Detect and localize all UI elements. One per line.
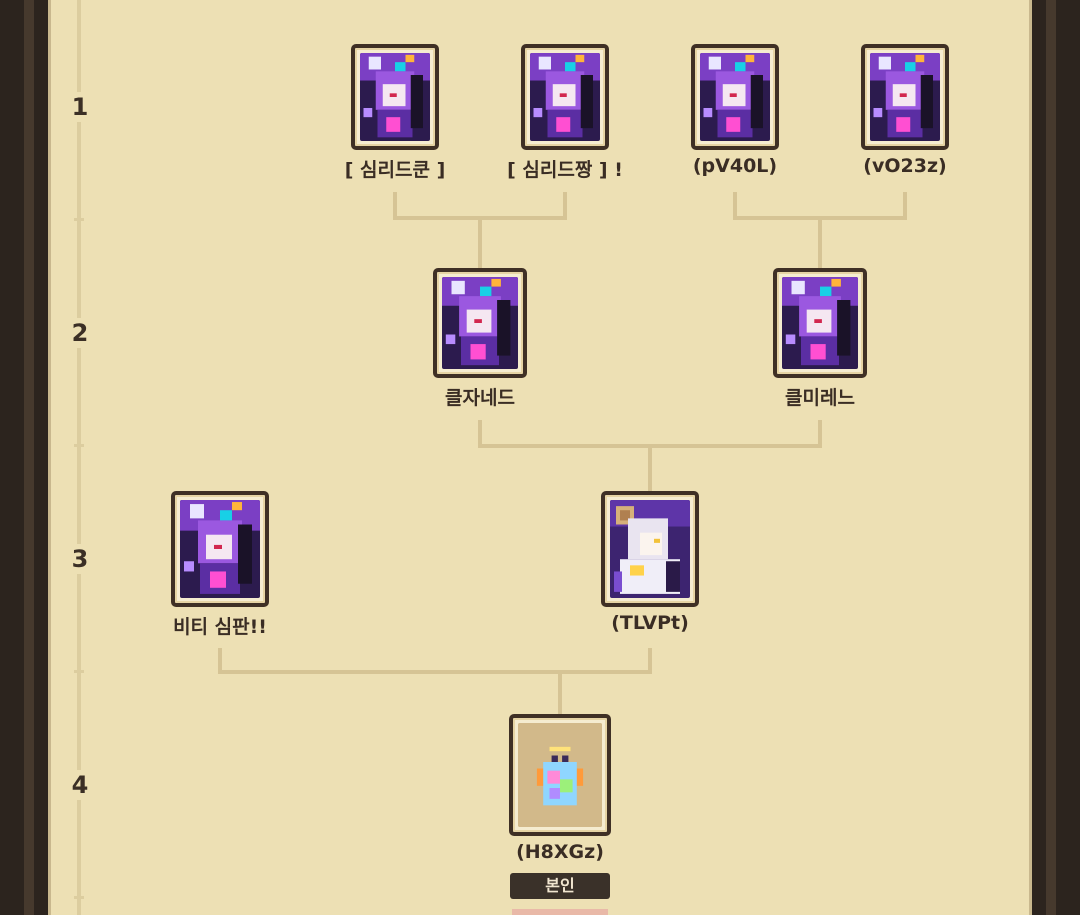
ancestor-card[interactable] [773, 268, 867, 378]
parent-name: (TLVPt) [611, 612, 689, 634]
self-card[interactable] [509, 714, 611, 836]
generation-number: 1 [64, 92, 96, 122]
connector-line [478, 218, 482, 268]
generation-number: 3 [64, 544, 96, 574]
connector-line [478, 420, 482, 446]
generation-tick [74, 444, 84, 447]
purple-dragon-portrait [782, 277, 858, 369]
purple-dragon-portrait [700, 53, 770, 141]
purple-dragon-portrait [360, 53, 430, 141]
connector-line [393, 192, 397, 218]
connector-line [818, 218, 822, 268]
generation-tick [74, 670, 84, 673]
ancestor-name: (pV40L) [692, 155, 778, 177]
ancestor-name: 클자네드 [445, 387, 515, 409]
connector-line [218, 648, 222, 674]
rainbow-egg-portrait [518, 723, 602, 827]
connector-line [903, 192, 907, 218]
purple-dragon-portrait [530, 53, 600, 141]
ancestor-name: (vO23z) [863, 155, 947, 177]
generation-tick [74, 896, 84, 899]
connector-line [558, 672, 562, 716]
connector-line [648, 648, 652, 674]
connector-line [818, 420, 822, 446]
generation-tick [74, 218, 84, 221]
ram-horn-portrait [610, 500, 690, 598]
purple-dragon-portrait [870, 53, 940, 141]
ancestor-name: [ 심리드짱 ] ! [507, 159, 623, 181]
generation-axis [77, 0, 81, 915]
parent-card[interactable] [171, 491, 269, 607]
ancestor-card[interactable] [351, 44, 439, 150]
generation-number: 2 [64, 318, 96, 348]
ancestor-card[interactable] [521, 44, 609, 150]
bottom-strip [512, 909, 608, 915]
purple-dragon-portrait [442, 277, 518, 369]
generation-number: 4 [64, 770, 96, 800]
ancestor-card[interactable] [433, 268, 527, 378]
ancestor-card[interactable] [861, 44, 949, 150]
ancestor-name: [ 심리드쿤 ] [344, 159, 446, 181]
self-badge: 본인 [510, 873, 610, 899]
self-name: (H8XGz) [516, 841, 604, 863]
connector-line [648, 446, 652, 492]
parent-name: 비티 심판!! [173, 616, 267, 638]
parent-card[interactable] [601, 491, 699, 607]
connector-line [733, 192, 737, 218]
ancestor-card[interactable] [691, 44, 779, 150]
purple-dragon-portrait [180, 500, 260, 598]
connector-line [563, 192, 567, 218]
connector-line [218, 670, 652, 674]
right-frame [1032, 0, 1080, 915]
left-frame [0, 0, 48, 915]
ancestor-name: 클미레느 [785, 387, 855, 409]
